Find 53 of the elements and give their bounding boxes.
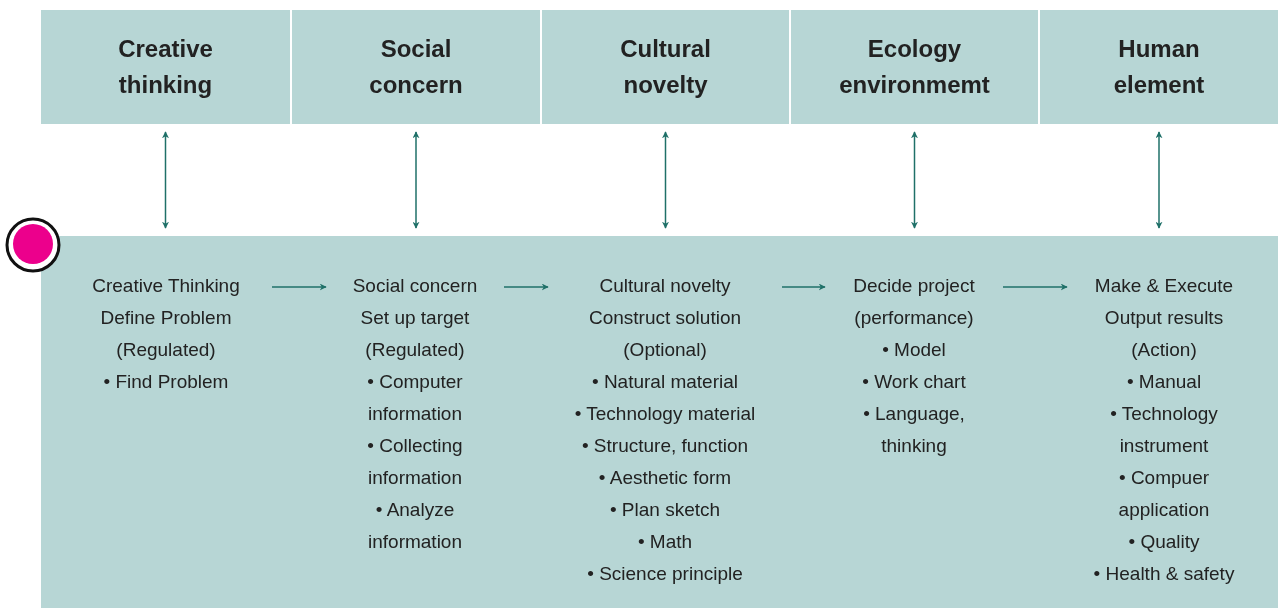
step-text: • Collecting information [366, 434, 464, 490]
step-text: • Computer information [366, 370, 464, 426]
step-text: Creative Thinking [91, 274, 241, 298]
header-box [41, 10, 290, 124]
step-text: • Health & safety [1092, 562, 1236, 586]
step-text: Make & Execute [1093, 274, 1235, 298]
header-title: Creative thinking [117, 34, 214, 100]
header-box [292, 10, 540, 124]
step-text: • Science principle [586, 562, 744, 586]
arrow [911, 131, 918, 229]
step-text: Cultural novelty [598, 274, 732, 298]
step-text: • Plan sketch [608, 498, 722, 522]
step-text: • Natural material [590, 370, 739, 394]
step-text: (Regulated) [115, 338, 217, 362]
header-box [542, 10, 789, 124]
arrow [662, 131, 669, 229]
step-text: • Model [881, 338, 947, 362]
step-text: Social concern [351, 274, 479, 298]
step-text: • Aesthetic form [597, 466, 733, 490]
step-text: (performance) [853, 306, 975, 330]
step-text: Decide project [852, 274, 976, 298]
arrow [1002, 283, 1068, 291]
step-text: • Quality [1127, 530, 1201, 554]
step-text: • Manual [1125, 370, 1203, 394]
header-title: Cultural novelty [619, 34, 712, 100]
header-title: Human element [1112, 34, 1206, 100]
arrow [412, 131, 420, 229]
arrow [162, 131, 169, 229]
arrow [271, 283, 327, 291]
step-text: • Analyze information [367, 498, 463, 554]
header-box [791, 10, 1038, 124]
step-text: (Action) [1130, 338, 1198, 362]
step-text: • Math [636, 530, 694, 554]
content-band [41, 236, 1278, 608]
step-text: Output results [1103, 306, 1225, 330]
step-text: • Technology material [573, 402, 757, 426]
header-title: Ecology environmemt [838, 34, 991, 100]
step-text: • Compuer application [1117, 466, 1211, 522]
header-title: Social concern [368, 34, 464, 100]
step-text: Define Problem [99, 306, 233, 330]
step-text: Set up target [359, 306, 471, 330]
step-text: • Find Problem [102, 370, 230, 394]
step-text: • Structure, function [580, 434, 750, 458]
step-text: • Work chart [861, 370, 967, 394]
header-box [1040, 10, 1278, 124]
step-text: • Language, thinking [862, 402, 966, 458]
step-text: (Regulated) [364, 338, 466, 362]
arrow [1155, 131, 1163, 229]
step-text: (Optional) [622, 338, 708, 362]
step-text: • Technology instrument [1109, 402, 1219, 458]
step-text: Construct solution [587, 306, 743, 330]
arrow [781, 283, 826, 291]
arrow [503, 283, 549, 291]
